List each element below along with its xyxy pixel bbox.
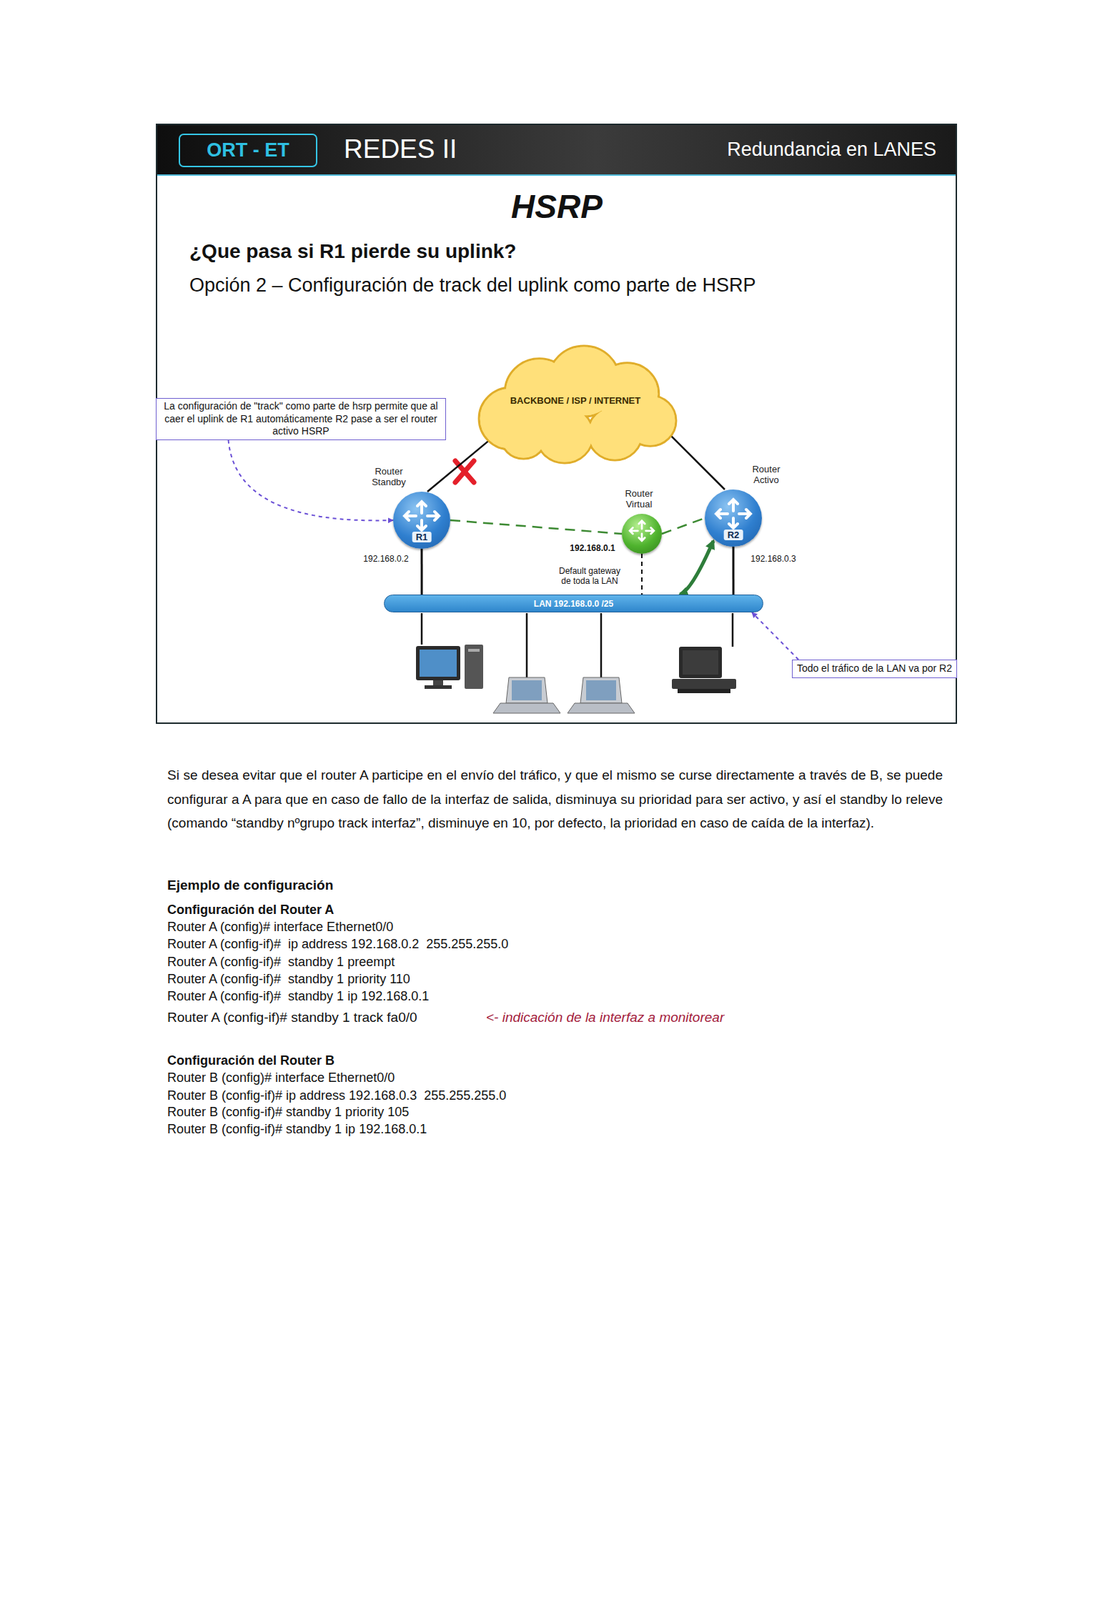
- config-comment: <- indicación de la interfaz a monitorea…: [486, 1009, 725, 1027]
- config-line: Router A (config-if)# standby 1 track fa…: [167, 1009, 418, 1027]
- section-name: Redundancia en LANES: [726, 137, 937, 161]
- connector: [427, 440, 489, 492]
- config-line: Router B (config-if)# standby 1 priority…: [167, 1104, 409, 1121]
- lan-label: LAN 192.168.0.0 /25: [533, 598, 614, 609]
- laptop: [567, 677, 635, 714]
- lan-bus: LAN 192.168.0.0 /25: [383, 594, 764, 613]
- connector: [641, 553, 643, 595]
- callout-text: Todo el tráfico de la LAN va por R2: [796, 662, 953, 676]
- connector: [661, 518, 705, 534]
- slide-title: HSRP: [511, 187, 603, 227]
- config-line: Router B (config)# interface Ethernet0/0: [167, 1070, 395, 1087]
- connector: [450, 520, 622, 534]
- router-arrow-symbol: [404, 501, 439, 531]
- cloud-shape: BACKBONE / ISP / INTERNET: [467, 344, 684, 465]
- router-arrow-symbol: [716, 499, 751, 529]
- virtual-router-icon: Router Virtual: [621, 513, 662, 554]
- slide-question: ¿Que pasa si R1 pierde su uplink?: [189, 239, 517, 264]
- ip-label: 192.168.0.2: [363, 553, 409, 564]
- router-arrow-symbol: [629, 521, 654, 542]
- config-heading: Configuración del Router B: [167, 1053, 335, 1070]
- body-paragraph: Si se desea evitar que el router A parti…: [167, 763, 943, 836]
- desktop-pc: [415, 644, 484, 690]
- config-line: Router A (config)# interface Ethernet0/0: [167, 919, 394, 936]
- config-line: Router A (config-if)# ip address 192.168…: [167, 937, 509, 953]
- workstation: [671, 646, 737, 694]
- connector: [228, 440, 394, 522]
- connector: [751, 612, 799, 660]
- config-line: Router A (config-if)# standby 1 priority…: [167, 972, 411, 988]
- callout-box: Todo el tráfico de la LAN va por R2: [791, 659, 958, 679]
- cloud-label: BACKBONE / ISP / INTERNET: [467, 344, 684, 465]
- router-arrows: [621, 513, 662, 554]
- config-heading: Configuración del Router A: [167, 902, 334, 919]
- router-name: R2: [724, 529, 744, 541]
- callout-text: La configuración de "track" como parte d…: [160, 400, 441, 439]
- config-line: Router A (config-if)# standby 1 preempt: [167, 954, 395, 971]
- config-line: Router B (config-if)# ip address 192.168…: [167, 1088, 507, 1105]
- connector: [732, 546, 735, 595]
- section-heading: Ejemplo de configuración: [167, 877, 334, 895]
- ip-label: 192.168.0.1: [569, 543, 615, 554]
- course-name: REDES II: [343, 133, 457, 166]
- config-line: Router A (config-if)# standby 1 ip 192.1…: [167, 989, 429, 1005]
- connector: [420, 548, 424, 595]
- red-x-mark: [455, 461, 474, 483]
- cloud-lobe: [501, 414, 546, 458]
- slide-subtitle: Opción 2 – Configuración de track del up…: [189, 273, 756, 297]
- connector: [666, 430, 725, 490]
- router-heading: Router Standby: [363, 466, 415, 489]
- config-line: Router B (config-if)# standby 1 ip 192.1…: [167, 1122, 427, 1138]
- router-icon: Router StandbyR1: [393, 491, 451, 549]
- connector: [679, 541, 714, 595]
- gateway-note: Default gateway de toda la LAN: [553, 566, 626, 587]
- ip-label: 192.168.0.3: [750, 553, 796, 564]
- laptop: [493, 677, 561, 714]
- router-icon: Router ActivoR2: [704, 489, 762, 547]
- cloud-lobe: [588, 407, 642, 459]
- router-heading: Router Activo: [740, 464, 792, 487]
- router-name: R1: [412, 531, 432, 543]
- logo-badge: ORT - ET: [178, 133, 318, 168]
- callout-box: La configuración de "track" como parte d…: [155, 398, 447, 441]
- router-heading: Router Virtual: [613, 488, 665, 511]
